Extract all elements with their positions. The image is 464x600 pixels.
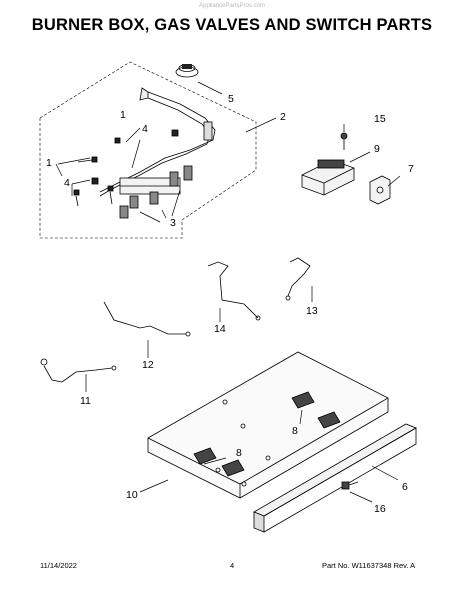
part-3-gas-valves <box>119 165 193 219</box>
footer-part-number: Part No. W11637348 Rev. A <box>322 561 416 570</box>
callout-7: 7 <box>408 163 414 175</box>
callout-8b: 8 <box>236 447 242 459</box>
footer-date: 11/14/2022 <box>40 561 77 570</box>
callout-2: 2 <box>280 111 286 123</box>
leader-lines <box>55 81 401 503</box>
callout-5: 5 <box>228 93 234 105</box>
callout-8a: 8 <box>292 425 298 437</box>
callout-14: 14 <box>214 323 226 335</box>
page-title: BURNER BOX, GAS VALVES AND SWITCH PARTS <box>31 16 433 34</box>
part-7-bracket <box>369 175 391 205</box>
part-11-tube <box>40 358 117 383</box>
callout-13: 13 <box>306 305 318 317</box>
callout-12: 12 <box>142 359 154 371</box>
callout-11: 11 <box>80 395 91 407</box>
callout-10: 10 <box>126 489 138 501</box>
part-15-screw <box>340 132 348 150</box>
callout-labels: 5 2 4 1 4 3 15 9 7 14 13 12 11 8 8 10 6 … <box>46 93 414 515</box>
part-16-screw <box>341 481 359 490</box>
burner-box-dashed-outline <box>39 61 257 239</box>
watermark: AppliancePartsPros.com <box>199 3 265 9</box>
callout-9: 9 <box>374 143 380 155</box>
callout-3: 3 <box>170 217 176 229</box>
part-13-tube <box>285 257 311 301</box>
callout-4a: 4 <box>142 123 148 135</box>
part-8-brackets <box>193 391 341 477</box>
part-4-clips <box>91 129 179 185</box>
footer-page-number: 4 <box>230 561 235 570</box>
callout-6: 6 <box>402 481 408 493</box>
part-5-burner-cap <box>175 64 199 78</box>
callout-16: 16 <box>374 503 386 515</box>
part-1-screws <box>73 156 114 207</box>
part-6-front-panel <box>253 423 417 533</box>
callout-4b: 4 <box>64 177 70 189</box>
part-12-tube <box>103 301 191 337</box>
part-14-tube <box>207 261 261 321</box>
callout-1b: 1 <box>120 109 126 121</box>
part-9-switch-assembly <box>301 159 355 196</box>
callout-1a: 1 <box>46 157 52 169</box>
part-10-burner-tray <box>147 351 389 499</box>
callout-15: 15 <box>374 113 386 125</box>
